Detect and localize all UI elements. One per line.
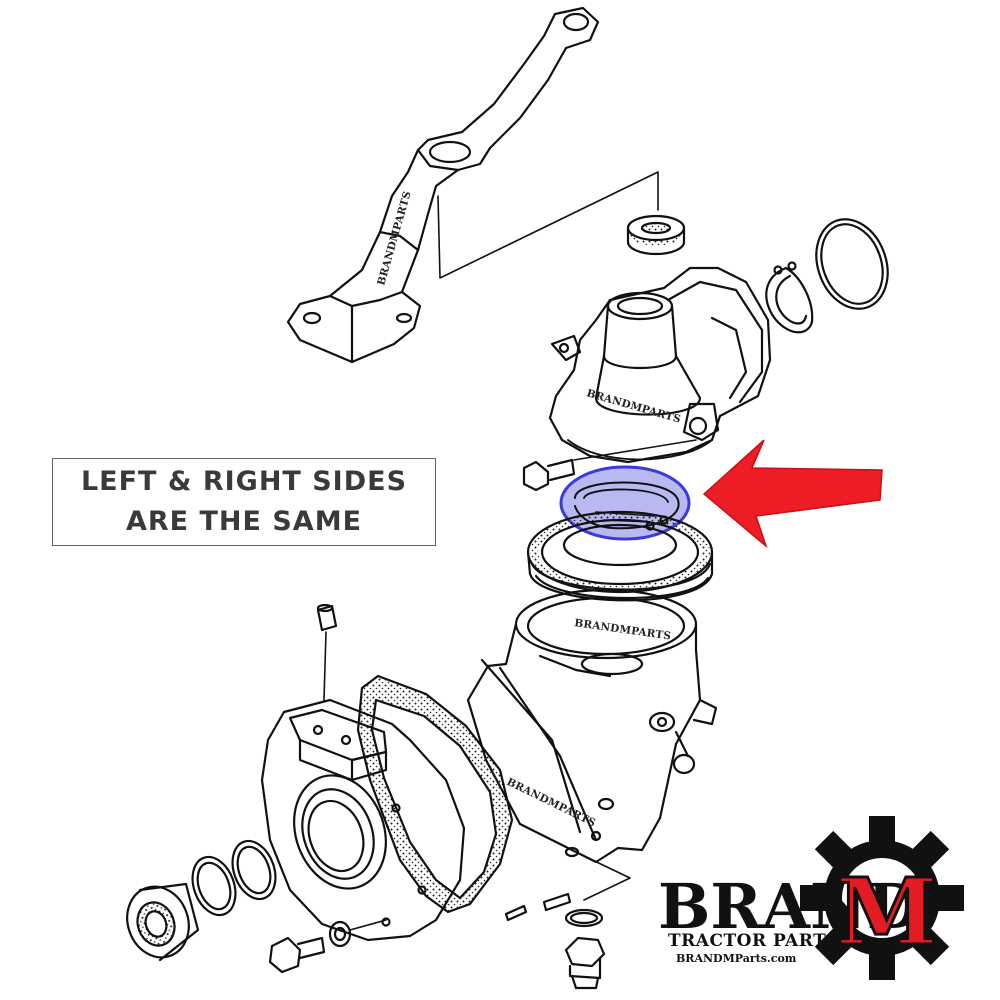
o-ring-small [564, 908, 604, 928]
o-ring-top [815, 218, 889, 310]
logo-url: BRANDMParts.com [676, 952, 797, 965]
upper-housing [548, 266, 772, 464]
dowel-pin [316, 603, 338, 701]
note-line-1: LEFT & RIGHT SIDES [80, 466, 408, 497]
oil-seal-lower [126, 882, 200, 962]
tapered-bearing [526, 510, 714, 602]
logo-brand: BRAND [658, 870, 920, 943]
brand-logo: BRAND M TRACTOR PARTS BRANDMParts.com [658, 816, 964, 980]
gasket [356, 674, 514, 914]
gear-icon [800, 816, 964, 980]
oil-seal-small [626, 214, 686, 256]
axle-case [466, 588, 718, 864]
drain-plug [564, 936, 606, 990]
note-line-2: ARE THE SAME [125, 506, 363, 537]
gearbox-housing [260, 698, 466, 942]
watermark-housing: BRANDMPARTS [585, 387, 682, 425]
steering-arm [286, 6, 600, 364]
logo-m: M [836, 858, 938, 966]
small-pins [504, 855, 631, 922]
snap-ring-top [765, 261, 814, 334]
snap-ring-lower-1 [191, 855, 237, 917]
red-arrow-icon [702, 439, 883, 549]
watermark-case: BRANDMPARTS [574, 617, 672, 642]
bolt-lower [268, 936, 326, 974]
snap-ring-lower-2 [231, 839, 277, 901]
bolt-housing [522, 439, 697, 492]
note-box: LEFT & RIGHT SIDES ARE THE SAME [52, 458, 436, 546]
washer-lower [328, 919, 387, 948]
watermark-arm: BRANDMPARTS [375, 190, 413, 287]
leader-line [437, 171, 659, 279]
logo-tagline: TRACTOR PARTS [668, 931, 839, 951]
